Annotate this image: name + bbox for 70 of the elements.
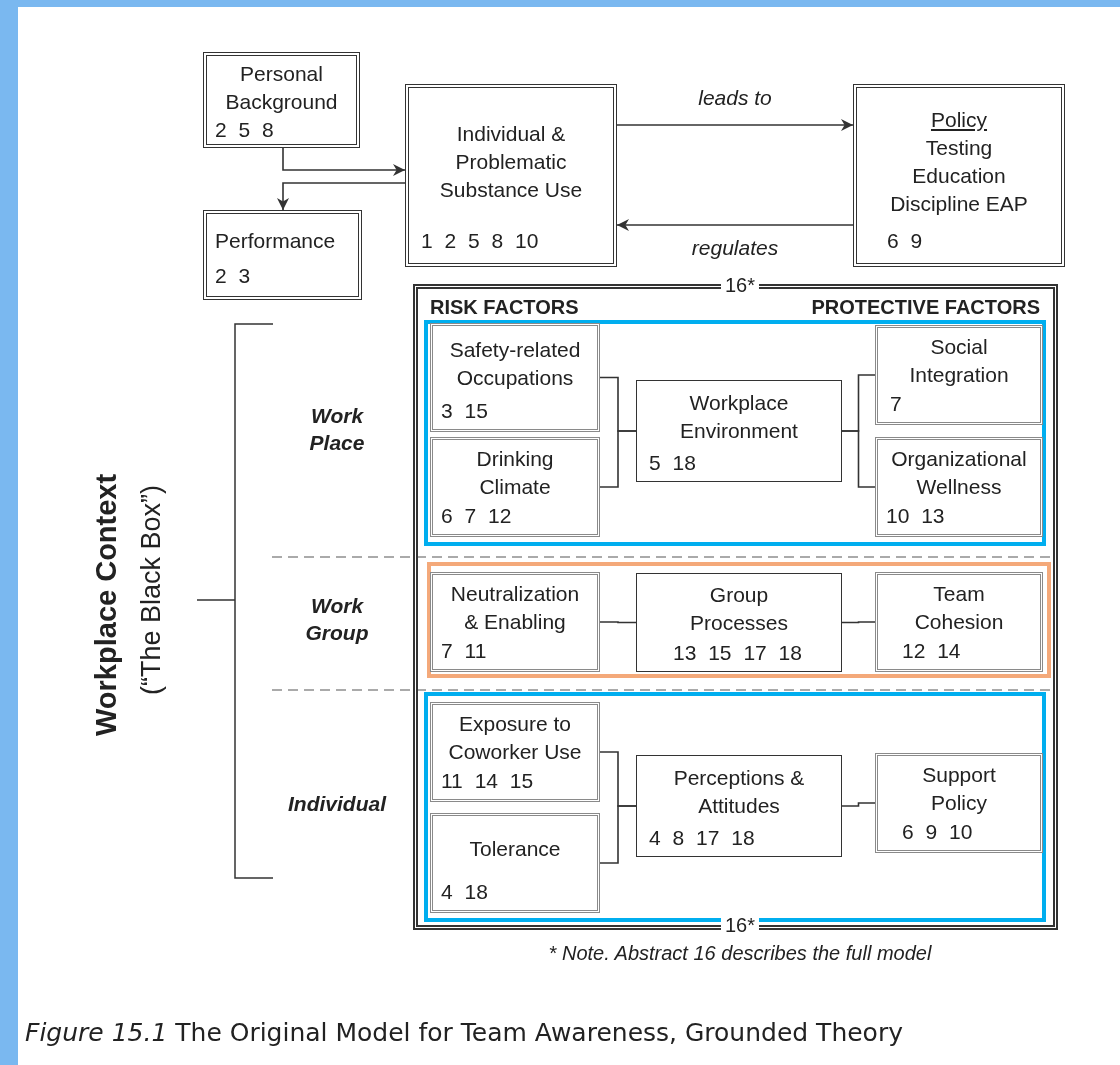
box-title: Exposure to Coworker Use <box>447 711 583 765</box>
level-label: Work Place <box>308 403 366 457</box>
arrow <box>277 182 406 211</box>
factor-box <box>875 437 1043 537</box>
box-title: Neutralization & Enabling <box>449 581 581 635</box>
connector-line <box>599 621 637 624</box>
box-title: Social Integration <box>908 334 1010 388</box>
factor-box <box>875 572 1043 672</box>
footnote: * Note. Abstract 16 describes the full model <box>547 941 933 966</box>
abstract-numbers: 3 15 <box>441 398 489 424</box>
factor-box <box>636 755 842 857</box>
column-heading: RISK FACTORS <box>430 295 579 320</box>
box-title: Policy <box>930 106 988 133</box>
abstract-numbers: 6 7 12 <box>441 503 513 529</box>
arrow <box>616 219 854 231</box>
box-title: Organizational Wellness <box>890 446 1028 500</box>
factor-box <box>636 573 842 672</box>
abstract-numbers: 6 9 <box>887 228 924 254</box>
box-title: Workplace Environment <box>679 390 799 444</box>
factor-box <box>875 753 1043 853</box>
side-subtitle: (“The Black Box”) <box>135 484 167 698</box>
level-label: Work Group <box>304 593 370 647</box>
concept-box <box>405 84 617 267</box>
box-title: Individual & Problematic Substance Use <box>438 120 584 203</box>
side-title: Workplace Context <box>89 472 123 739</box>
box-title: Perceptions & Attitudes <box>672 765 806 819</box>
box-title: Safety-related Occupations <box>448 336 582 391</box>
level-label: Individual <box>287 791 388 817</box>
connector-line <box>841 802 876 807</box>
arrow <box>282 147 406 176</box>
figure-caption: Figure 15.1 The Original Model for Team Awareness, Grounded Theory <box>25 1018 903 1047</box>
abstract-numbers: 6 9 10 <box>902 819 974 845</box>
group-band <box>427 562 1051 678</box>
box-title: Performance <box>215 228 337 254</box>
box-title: Personal Background <box>224 61 339 115</box>
box-title: Team Cohesion <box>913 581 1005 635</box>
concept-box <box>203 210 362 300</box>
abstract-numbers: 2 5 8 <box>215 117 275 143</box>
factor-box <box>430 813 600 913</box>
factor-box <box>430 572 600 672</box>
abstract-numbers: 1 2 5 8 10 <box>421 228 540 254</box>
concept-box <box>203 52 360 148</box>
box-title: Drinking Climate <box>475 446 555 500</box>
factor-box <box>875 325 1043 425</box>
connector-line <box>841 430 876 488</box>
column-heading: PROTECTIVE FACTORS <box>811 295 1040 320</box>
abstract-numbers: 2 3 <box>215 263 252 289</box>
abstract-numbers: 7 <box>890 391 903 417</box>
abstract-numbers: 13 15 17 18 <box>673 640 803 666</box>
abstract-numbers: 12 14 <box>902 638 962 664</box>
abstract-numbers: 4 18 <box>441 879 489 905</box>
factor-box <box>430 702 600 802</box>
box-title: Group Processes <box>688 581 789 636</box>
connector-line <box>599 430 637 488</box>
factor-box <box>430 437 600 537</box>
box-title: Support Policy <box>921 762 997 816</box>
abstract-numbers: 4 8 17 18 <box>649 825 756 851</box>
concept-box <box>853 84 1065 267</box>
connector-line <box>599 805 637 864</box>
arrow <box>616 119 854 131</box>
factor-box <box>430 323 600 432</box>
abstract-numbers: 11 14 15 <box>441 768 535 794</box>
factor-box <box>636 380 842 482</box>
box-title: Testing Education Discipline EAP <box>889 134 1029 217</box>
connector-line <box>841 621 876 624</box>
abstract-numbers: 5 18 <box>649 450 697 476</box>
box-title: Tolerance <box>468 836 562 862</box>
group-band <box>424 320 1046 546</box>
abstract-numbers: 10 13 <box>886 503 946 529</box>
abstract-numbers: 7 11 <box>441 638 488 664</box>
